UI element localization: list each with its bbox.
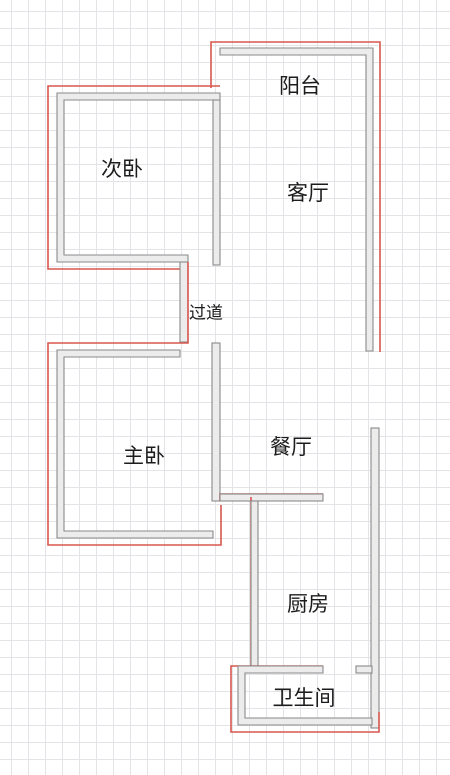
second-bedroom-walls bbox=[47, 85, 221, 270]
bathroom-walls bbox=[230, 665, 380, 733]
living-room-walls bbox=[210, 41, 381, 352]
dining-room-walls bbox=[219, 427, 380, 729]
second-bedroom-label: 次卧 bbox=[101, 158, 143, 181]
hallway-label: 过道 bbox=[189, 303, 223, 323]
balcony-label: 阳台 bbox=[279, 75, 321, 98]
kitchen-label: 厨房 bbox=[287, 593, 329, 616]
bathroom-label: 卫生间 bbox=[272, 687, 336, 710]
living-room-label: 客厅 bbox=[287, 182, 329, 205]
kitchen-walls bbox=[250, 497, 259, 667]
dining-room-label: 餐厅 bbox=[270, 436, 312, 459]
master-bedroom-walls bbox=[47, 342, 222, 546]
master-bedroom-label: 主卧 bbox=[123, 445, 165, 468]
hallway-walls bbox=[179, 261, 189, 344]
